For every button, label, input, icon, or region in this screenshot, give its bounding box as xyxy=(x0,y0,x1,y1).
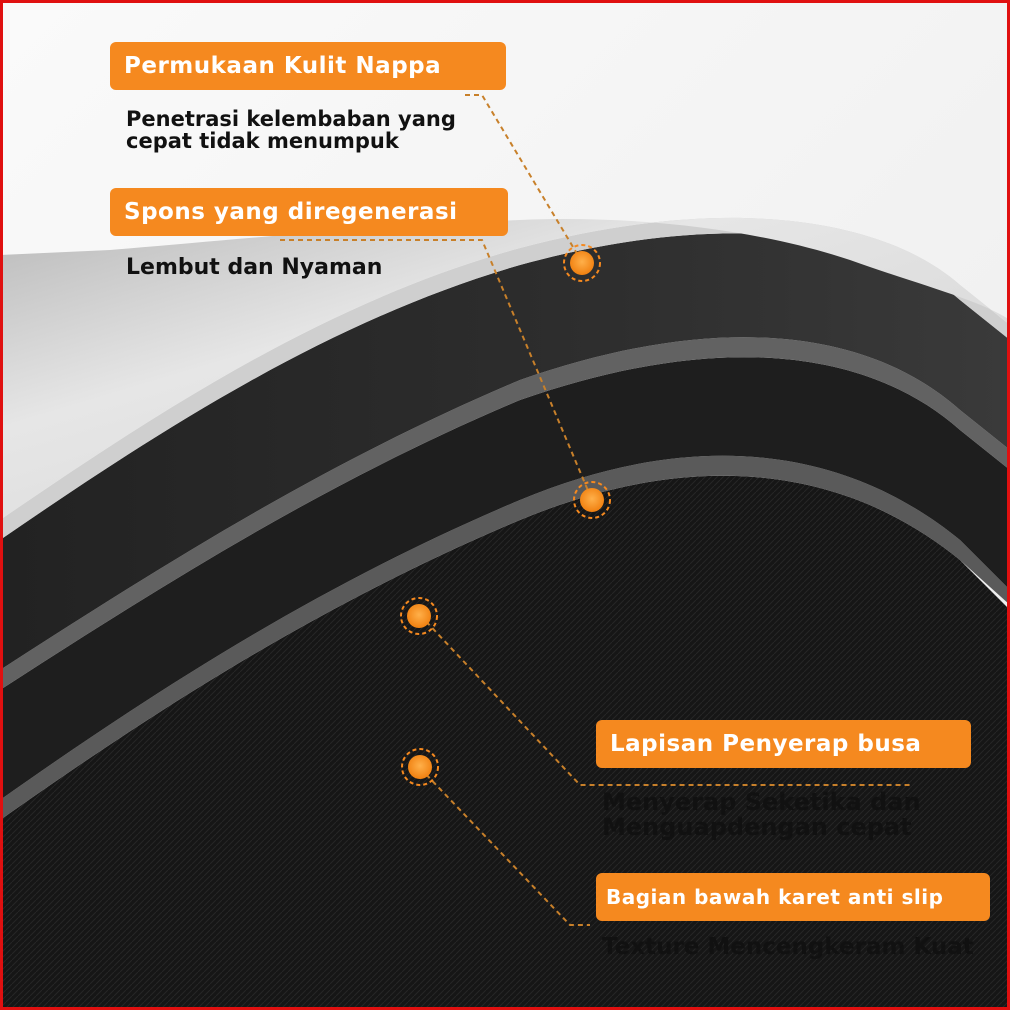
foam-description: Menyerap Seketika dan Menguapdengan cepa… xyxy=(602,788,921,842)
nappa-title-badge: Permukaan Kulit Nappa xyxy=(110,42,506,90)
nappa-desc-line-2: cepat tidak menumpuk xyxy=(126,129,399,154)
marker-foam xyxy=(400,597,438,635)
marker-nappa xyxy=(563,244,601,282)
foam-layer xyxy=(0,357,1010,800)
rubber-description: Texture Mencengkeram Kuat xyxy=(602,934,974,960)
leader-nappa xyxy=(465,94,583,263)
sponge-title-badge: Spons yang diregenerasi xyxy=(110,188,508,236)
nappa-description: Penetrasi kelembaban yang cepat tidak me… xyxy=(126,108,456,152)
foam-desc-line-2: Menguapdengan cepat xyxy=(602,813,912,842)
foam-title-badge: Lapisan Penyerap busa xyxy=(596,720,971,768)
leader-foam xyxy=(419,614,910,786)
leader-sponge xyxy=(280,239,593,501)
sponge-description: Lembut dan Nyaman xyxy=(126,255,383,280)
leader-lines xyxy=(280,94,910,926)
nappa-desc-line-1: Penetrasi kelembaban yang xyxy=(126,107,456,131)
nappa-surface xyxy=(0,217,1010,520)
foam-desc-line-1: Menyerap Seketika dan xyxy=(602,788,921,816)
marker-rubber xyxy=(401,748,439,786)
leader-rubber xyxy=(419,767,590,926)
rubber-title-badge: Bagian bawah karet anti slip xyxy=(596,873,990,921)
marker-sponge xyxy=(573,481,611,519)
